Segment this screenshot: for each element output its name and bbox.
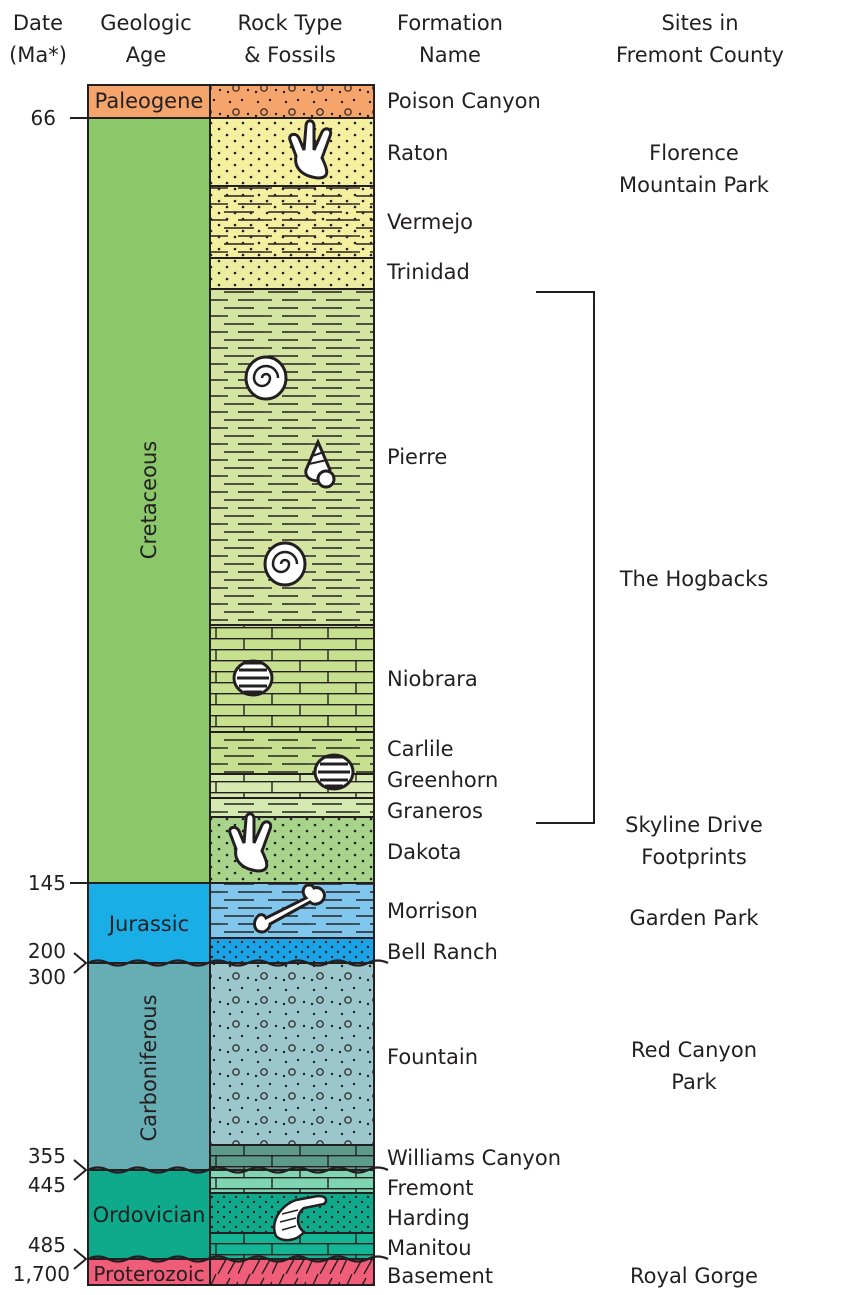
formation-vermejo: Vermejo	[387, 210, 473, 234]
formation-poison-canyon: Poison Canyon	[387, 89, 541, 113]
date-ticks	[70, 118, 88, 1269]
date-labels: 66 145 200 300 355 445 485 1,700	[13, 106, 70, 1286]
date-355: 355	[28, 1144, 66, 1168]
formation-raton: Raton	[387, 141, 448, 165]
header-age-line1: Geologic	[100, 11, 191, 35]
date-1700: 1,700	[13, 1262, 70, 1286]
age-label-carboniferous: Carboniferous	[137, 994, 161, 1141]
hogbacks-bracket	[536, 292, 594, 823]
column-headers: Date (Ma*) Geologic Age Rock Type & Foss…	[9, 11, 784, 67]
clam-shell-icon	[315, 755, 353, 789]
formation-greenhorn: Greenhorn	[387, 768, 498, 792]
site-skyline-line1: Skyline Drive	[625, 813, 763, 837]
site-florence-line1: Florence	[649, 141, 739, 165]
ammonite-icon	[246, 357, 286, 399]
header-rock-line1: Rock Type	[237, 11, 342, 35]
header-formation-line2: Name	[419, 43, 481, 67]
header-formation-line1: Formation	[397, 11, 503, 35]
ammonite-icon	[265, 543, 305, 585]
header-age-line2: Age	[126, 43, 167, 67]
formation-morrison: Morrison	[387, 899, 478, 923]
age-label-cretaceous: Cretaceous	[137, 441, 161, 559]
header-date-line1: Date	[13, 11, 63, 35]
age-label-proterozoic: Proterozoic	[93, 1262, 204, 1286]
date-300: 300	[28, 965, 66, 989]
formation-fountain: Fountain	[387, 1045, 478, 1069]
formation-niobrara: Niobrara	[387, 667, 478, 691]
formation-trinidad: Trinidad	[386, 260, 470, 284]
date-445: 445	[28, 1173, 66, 1197]
site-skyline-line2: Footprints	[641, 845, 747, 869]
site-red-canyon-line1: Red Canyon	[631, 1038, 757, 1062]
date-485: 485	[28, 1233, 66, 1257]
formation-basement: Basement	[387, 1264, 493, 1288]
date-200: 200	[28, 939, 66, 963]
header-date-line2: (Ma*)	[9, 43, 67, 67]
site-royal-gorge: Royal Gorge	[630, 1264, 758, 1288]
clam-shell-icon	[234, 661, 272, 695]
header-sites-line2: Fremont County	[616, 43, 784, 67]
formation-harding: Harding	[387, 1206, 470, 1230]
formation-williams-canyon: Williams Canyon	[387, 1146, 561, 1170]
site-florence-line2: Mountain Park	[619, 173, 770, 197]
formation-bell-ranch: Bell Ranch	[387, 940, 498, 964]
formation-names: Poison Canyon Raton Vermejo Trinidad Pie…	[386, 89, 561, 1288]
site-red-canyon-line2: Park	[671, 1070, 717, 1094]
formation-carlile: Carlile	[387, 737, 454, 761]
site-hogbacks: The Hogbacks	[619, 567, 769, 591]
formation-dakota: Dakota	[387, 840, 461, 864]
header-sites-line1: Sites in	[661, 11, 738, 35]
date-145: 145	[28, 871, 66, 895]
age-label-paleogene: Paleogene	[95, 89, 204, 113]
header-rock-line2: & Fossils	[244, 43, 336, 67]
date-66: 66	[31, 106, 56, 130]
formation-fremont: Fremont	[387, 1176, 474, 1200]
formation-graneros: Graneros	[387, 799, 483, 823]
site-garden-park: Garden Park	[629, 906, 759, 930]
formation-pierre: Pierre	[387, 445, 447, 469]
age-label-jurassic: Jurassic	[107, 912, 189, 936]
geologic-age-column: Paleogene Cretaceous Jurassic Carbonifer…	[88, 85, 210, 1286]
age-label-ordovician: Ordovician	[93, 1203, 206, 1227]
formation-manitou: Manitou	[387, 1236, 472, 1260]
fremont-county-sites: Florence Mountain Park The Hogbacks Skyl…	[619, 141, 770, 1288]
